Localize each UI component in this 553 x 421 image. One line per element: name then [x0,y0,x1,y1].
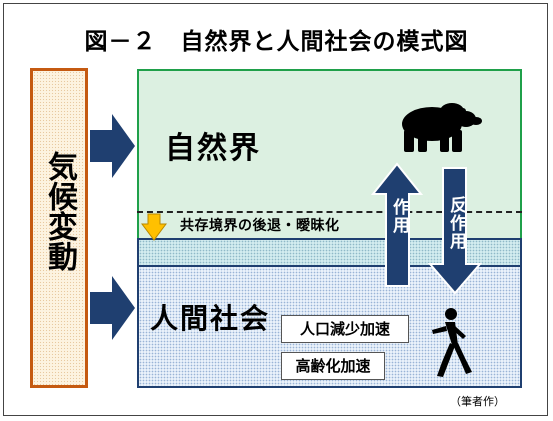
reaction-arrow [427,167,483,295]
population-decline-tag: 人口減少加速 [281,315,409,343]
bear-icon [402,103,482,152]
action-label: 作用 [389,198,409,234]
reaction-label: 反作用 [446,196,466,250]
nature-label: 自然界 [165,131,261,166]
down-arrow-icon [141,213,167,241]
climate-to-society-arrow [90,276,135,340]
climate-change-label: 気候変動 [42,151,77,271]
coexistence-boundary-label: 共存境界の後退・曖昧化 [180,218,340,234]
human-society-label: 人間社会 [150,302,271,335]
climate-to-nature-arrow [90,114,135,178]
climate-change-box: 気候変動 [30,68,88,388]
action-arrow [370,162,424,287]
figure-title: 図－２ 自然界と人間社会の模式図 [84,29,469,55]
original-boundary-line [137,211,522,213]
aging-tag: 高齢化加速 [281,352,385,380]
walking-person-icon [432,308,472,377]
source-note: （筆者作） [450,395,505,408]
